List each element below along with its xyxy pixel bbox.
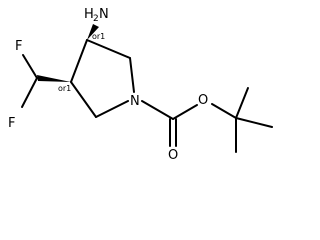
wedge-bond-amine	[87, 24, 99, 40]
wedge-bond-difluoromethyl	[37, 75, 71, 82]
amine-h-label: H	[84, 7, 94, 22]
molecule-structure: H 2 N or1 or1 F F N O O	[8, 7, 273, 162]
bond-c4-c3	[70, 39, 88, 83]
bond-c2-n1	[129, 57, 135, 93]
fluorine-top-label: F	[15, 39, 22, 54]
bond-c-f-top	[22, 54, 38, 79]
bond-carbonyl-ester-o	[172, 104, 198, 120]
bond-n1-carbonyl	[141, 100, 174, 120]
stereo-label-top: or1	[92, 32, 105, 41]
ring-nitrogen-label: N	[130, 94, 140, 109]
carbonyl-oxygen-label: O	[168, 148, 178, 162]
amine-n-label: N	[99, 7, 109, 22]
bond-cq-methyl-right	[235, 117, 273, 128]
bond-c5-c4	[70, 81, 97, 118]
bond-cq-methyl-top	[235, 87, 249, 119]
fluorine-bottom-label: F	[8, 116, 15, 131]
amine-subscript: 2	[93, 14, 99, 24]
bond-c-f-bottom	[21, 77, 38, 108]
stereo-label-left: or1	[58, 84, 71, 93]
ester-oxygen-label: O	[198, 93, 208, 108]
bond-c3-c2	[86, 39, 131, 59]
bond-ester-o-cq	[211, 103, 237, 119]
bond-n1-c5	[95, 100, 129, 118]
